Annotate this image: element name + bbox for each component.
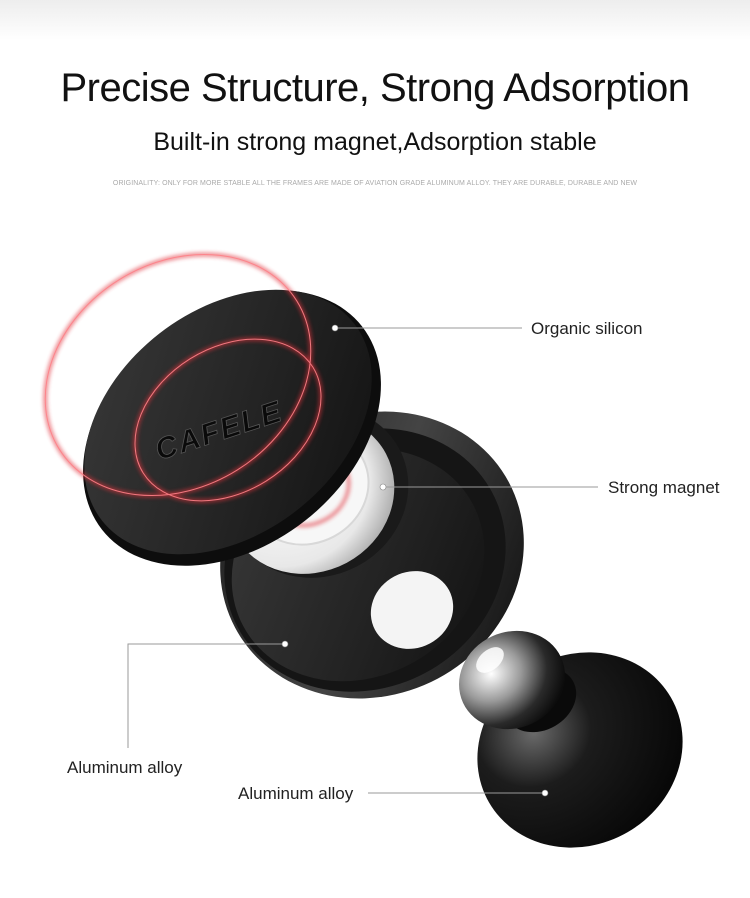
page-subtitle: Built-in strong magnet,Adsorption stable <box>153 128 597 156</box>
callout-lines <box>127 327 598 794</box>
callout-aluminum-alloy-base: Aluminum alloy <box>238 784 354 803</box>
callout-aluminum-alloy-dish: Aluminum alloy <box>67 758 183 777</box>
callout-organic-silicon: Organic silicon <box>531 319 643 338</box>
fine-print: ORIGINALITY: ONLY FOR MORE STABLE ALL TH… <box>112 180 638 187</box>
dome-base <box>459 630 683 848</box>
callout-strong-magnet: Strong magnet <box>608 478 720 497</box>
callout-dots <box>281 324 549 797</box>
page-title: Precise Structure, Strong Adsorption <box>60 66 691 110</box>
